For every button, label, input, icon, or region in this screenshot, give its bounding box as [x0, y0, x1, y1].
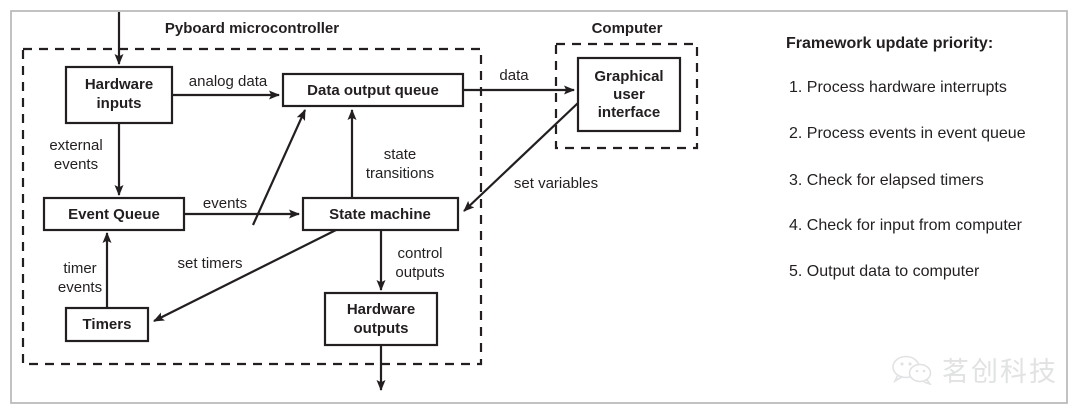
node-event-queue[interactable]: Event Queue	[42, 196, 186, 232]
node-hardware-inputs-label-1: Hardware	[85, 76, 153, 93]
edge-label-set-timers: set timers	[177, 255, 242, 272]
node-state-machine-label: State machine	[329, 206, 431, 223]
watermark: 茗创科技	[891, 350, 1058, 389]
edge-label-timer-events-2: events	[58, 279, 102, 296]
panel-item-2: 2. Process events in event queue	[789, 125, 1026, 142]
connector-events-to-data-output	[251, 109, 307, 226]
node-hardware-outputs[interactable]: Hardware outputs	[323, 291, 439, 347]
edge-label-analog-data: analog data	[189, 73, 268, 90]
edge-label-external-events-2: events	[54, 156, 98, 173]
figure-frame	[10, 10, 1068, 404]
wechat-icon	[892, 355, 932, 385]
edge-label-external-events-1: external	[49, 137, 102, 154]
node-hardware-outputs-label-1: Hardware	[347, 301, 415, 318]
edge-label-state-transitions-1: state	[384, 146, 417, 163]
edge-label-control-outputs-1: control	[397, 245, 442, 262]
connector-set-variables	[463, 102, 579, 212]
node-state-machine[interactable]: State machine	[301, 196, 460, 232]
edge-label-events: events	[203, 195, 247, 212]
edge-label-data: data	[499, 67, 529, 84]
panel-item-3: 3. Check for elapsed timers	[789, 172, 984, 189]
group-title-computer: Computer	[592, 20, 663, 37]
node-data-output-queue-label: Data output queue	[307, 82, 439, 99]
node-gui-label-2: user	[613, 86, 645, 103]
node-event-queue-label: Event Queue	[68, 206, 160, 223]
edge-label-control-outputs-2: outputs	[395, 264, 444, 281]
node-hardware-inputs[interactable]: Hardware inputs	[64, 65, 174, 125]
watermark-text: 茗创科技	[942, 357, 1058, 388]
connector-set-timers	[153, 229, 337, 322]
edge-label-state-transitions-2: transitions	[366, 165, 434, 182]
node-timers[interactable]: Timers	[64, 306, 150, 343]
edge-label-set-variables: set variables	[514, 175, 598, 192]
panel-item-4: 4. Check for input from computer	[789, 217, 1023, 234]
group-pyboard-microcontroller	[21, 47, 483, 366]
node-hardware-outputs-label-2: outputs	[354, 320, 409, 337]
node-timers-label: Timers	[83, 316, 132, 333]
panel-item-5: 5. Output data to computer	[789, 263, 980, 280]
node-data-output-queue[interactable]: Data output queue	[281, 72, 465, 108]
panel-title: Framework update priority:	[786, 35, 993, 52]
node-gui-label-3: interface	[598, 104, 661, 121]
node-graphical-user-interface[interactable]: Graphical user interface	[576, 56, 682, 133]
node-gui-label-1: Graphical	[594, 68, 663, 85]
group-title-pyboard: Pyboard microcontroller	[165, 20, 339, 37]
edge-label-timer-events-1: timer	[63, 260, 96, 277]
panel-item-1: 1. Process hardware interrupts	[789, 79, 1007, 96]
node-hardware-inputs-label-2: inputs	[97, 95, 142, 112]
group-computer	[554, 42, 699, 150]
